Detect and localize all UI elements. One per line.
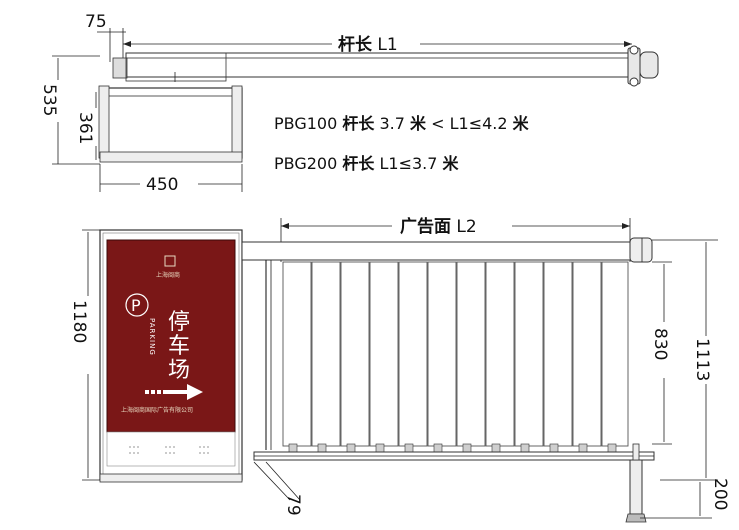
ad-poster bbox=[107, 240, 235, 432]
dim-361: 361 bbox=[75, 112, 95, 144]
rod-hub bbox=[125, 52, 227, 82]
ad-face-label-bold: 广告面 bbox=[400, 216, 451, 237]
fence-panels bbox=[282, 261, 629, 447]
dim-1113: 1113 bbox=[692, 338, 712, 381]
top-view: 75 杆长 L1 535 361 bbox=[39, 12, 659, 195]
spec-2-model: PBG200 bbox=[274, 154, 342, 173]
rod-top bbox=[125, 52, 637, 78]
spec-1-model: PBG100 bbox=[274, 114, 342, 133]
dim-1180: 1180 bbox=[69, 300, 89, 343]
spec-1-range: < L1≤4.2 bbox=[426, 114, 513, 133]
front-view: 广告面 L2 上海闽商 P PARKING 停 车 场 bbox=[69, 216, 730, 523]
arrow-right-icon bbox=[145, 384, 203, 400]
boom-arm bbox=[241, 241, 633, 261]
ad-face-label: 广告面 L2 bbox=[400, 216, 477, 237]
dim-450: 450 bbox=[146, 175, 178, 195]
poster-cn-1: 停 bbox=[168, 310, 190, 335]
brand-logo-icon bbox=[164, 255, 176, 267]
spec-2-range: L1≤3.7 bbox=[374, 154, 442, 173]
cabinet-top bbox=[99, 87, 243, 159]
rod-length-label-rest: L1 bbox=[372, 35, 398, 55]
dim-200: 200 bbox=[710, 478, 730, 510]
spec-line-1: PBG100 杆长 3.7 米 < L1≤4.2 米 bbox=[274, 114, 530, 133]
spec-block: PBG100 杆长 3.7 米 < L1≤4.2 米 PBG200 杆长 L1≤… bbox=[274, 114, 530, 173]
support-leg bbox=[629, 459, 643, 515]
poster-cn-2: 车 bbox=[168, 334, 190, 359]
spec-1-unit-b: 米 bbox=[513, 114, 530, 133]
boom-end-cap bbox=[629, 237, 653, 263]
poster-brand: 上海闽商 bbox=[156, 271, 180, 279]
dim-75: 75 bbox=[85, 12, 107, 32]
rod-hinge-left bbox=[112, 57, 128, 79]
spec-2-rod: 杆长 bbox=[342, 154, 375, 173]
spec-line-2: PBG200 杆长 L1≤3.7 米 bbox=[274, 154, 460, 173]
spec-1-rod: 杆长 bbox=[342, 114, 375, 133]
spec-2-unit: 米 bbox=[443, 154, 460, 173]
spec-1-min: 3.7 bbox=[374, 114, 410, 133]
dim-535: 535 bbox=[39, 84, 59, 116]
dim-79: 79 bbox=[283, 494, 303, 516]
spec-1-unit-a: 米 bbox=[410, 114, 427, 133]
rod-length-label-bold: 杆长 bbox=[338, 34, 373, 55]
poster-footer: 上海闽商国际广告有限公司 bbox=[121, 406, 193, 414]
poster-parking-word: PARKING bbox=[148, 318, 156, 356]
ad-face-label-rest: L2 bbox=[451, 217, 477, 237]
dim-830: 830 bbox=[650, 328, 670, 360]
parking-p-icon bbox=[125, 293, 149, 317]
poster-p: P bbox=[131, 296, 141, 315]
poster-cn-3: 场 bbox=[168, 358, 190, 383]
rod-length-label: 杆长 L1 bbox=[338, 34, 398, 55]
